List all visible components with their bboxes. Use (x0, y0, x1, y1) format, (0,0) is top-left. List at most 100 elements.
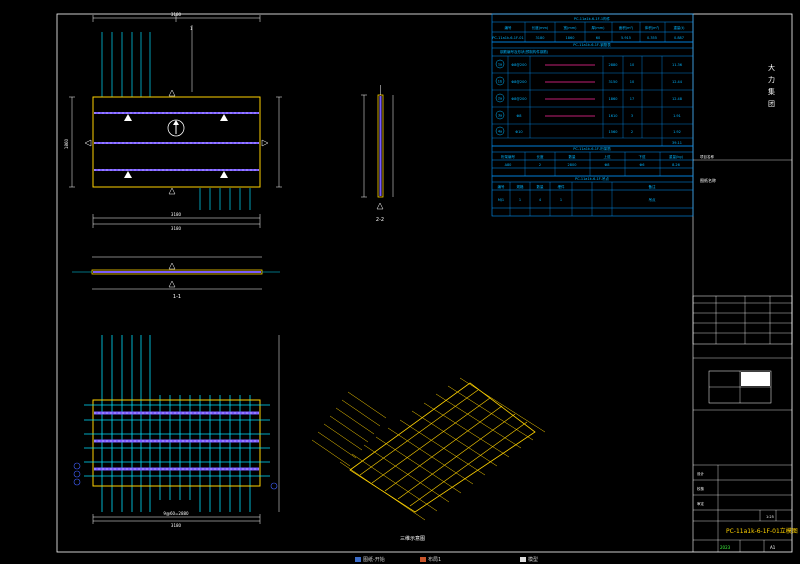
svg-text:3: 3 (631, 114, 633, 118)
approve-label: 审定 (697, 501, 705, 506)
svg-text:编号: 编号 (505, 25, 513, 30)
svg-text:宽(mm): 宽(mm) (563, 25, 577, 30)
section-1-1-title: 1-1 (173, 294, 181, 300)
svg-text:重量(kg): 重量(kg) (669, 154, 684, 159)
svg-text:Φ8: Φ8 (517, 114, 522, 118)
rebar-plan: 9@60=2880 3180 (73, 335, 280, 528)
svg-text:编号: 编号 (498, 184, 506, 189)
svg-text:长度(mm): 长度(mm) (532, 25, 549, 30)
svg-text:5.915: 5.915 (621, 36, 631, 40)
svg-text:10: 10 (630, 63, 634, 67)
section-2-2-title: 2-2 (376, 217, 384, 223)
table-4 (491, 175, 694, 217)
svg-text:2880: 2880 (609, 63, 618, 67)
svg-text:数量: 数量 (537, 184, 545, 189)
rebar-tag-circles (73, 462, 278, 490)
svg-text:2: 2 (539, 163, 541, 167)
svg-text:上弦: 上弦 (604, 154, 612, 159)
iso-protruding-bars (311, 391, 387, 467)
table-1-title: PC-11a1k-6-1F-1构件 (574, 16, 611, 21)
iso-transverse-bars (339, 377, 546, 521)
svg-text:面积(m²): 面积(m²) (619, 25, 634, 30)
table-2-total: 39.11 (672, 141, 682, 145)
svg-text:10: 10 (630, 80, 634, 84)
svg-text:4a: 4a (498, 130, 502, 134)
company-char-1: 大 (768, 63, 775, 72)
svg-text:Φ8: Φ8 (605, 163, 610, 167)
svg-text:1860: 1860 (609, 97, 618, 101)
title-block: 大 力 集 团 项目名称 图纸名称 (692, 63, 798, 552)
svg-text:12.44: 12.44 (672, 80, 683, 84)
plan-view: 3180 3180 3180 1860 1 (64, 12, 282, 231)
drawing-title: PC-11a1k-6-1F-01立模图 (726, 527, 798, 535)
company-char-4: 团 (768, 100, 775, 108)
plan-left-dim: 1860 (64, 138, 69, 149)
svg-text:吊点: 吊点 (649, 197, 657, 202)
svg-text:规格: 规格 (517, 184, 525, 189)
svg-text:17: 17 (630, 97, 634, 101)
rebar-sub-dim: 9@60=2880 (163, 511, 189, 516)
svg-text:Φ10: Φ10 (515, 130, 522, 134)
table-4-title: PC-11a1k-6-1F-吊点 (575, 176, 609, 181)
plan-slab-outline (92, 96, 261, 188)
svg-text:1: 1 (519, 198, 521, 202)
svg-text:数量: 数量 (569, 154, 577, 159)
company-char-3: 集 (768, 87, 775, 96)
svg-text:备注: 备注 (649, 184, 657, 189)
svg-text:12.48: 12.48 (672, 97, 682, 101)
svg-text:0.355: 0.355 (647, 36, 657, 40)
svg-text:1: 1 (560, 198, 562, 202)
plan-section-mark: 1 (190, 26, 193, 31)
table-2-title: PC-11a1k-6-1F-钢筋表 (573, 42, 611, 47)
sheet-value: A1 (770, 545, 776, 550)
rebar-top-bars (101, 32, 251, 210)
svg-text:1610: 1610 (609, 114, 618, 118)
date-value: 2023 (720, 545, 731, 550)
tab-item-2[interactable]: 布局1 (420, 557, 441, 564)
sheet-frame (56, 13, 793, 553)
svg-text:8.26: 8.26 (672, 163, 680, 167)
svg-text:厚(mm): 厚(mm) (591, 25, 605, 30)
svg-text:埋件: 埋件 (558, 184, 566, 189)
svg-text:A80: A80 (505, 163, 512, 167)
svg-text:1860: 1860 (566, 36, 575, 40)
scale-value: 1:25 (766, 515, 774, 519)
svg-text:11.36: 11.36 (672, 63, 682, 67)
svg-text:1a: 1a (498, 63, 502, 67)
svg-text:桁架编号: 桁架编号 (501, 154, 515, 159)
plan-top-dim: 3180 (171, 12, 182, 17)
table-2-rebar-shapes (545, 64, 595, 117)
tab-item-3[interactable]: 模型 (520, 557, 538, 564)
section-1-1: 1-1 (72, 256, 280, 300)
svg-text:MJ1: MJ1 (498, 198, 504, 202)
svg-text:Φ8@200: Φ8@200 (511, 63, 526, 67)
svg-text:2800: 2800 (568, 163, 577, 167)
iso-view: 三维示意图 (311, 377, 546, 542)
svg-text:Φ8@200: Φ8@200 (511, 80, 526, 84)
svg-text:0.887: 0.887 (674, 36, 684, 40)
svg-text:重量(t): 重量(t) (673, 25, 685, 30)
plan-bottom-dim: 3180 (171, 226, 182, 231)
svg-text:2: 2 (631, 130, 633, 134)
rebar-verticals (101, 335, 251, 512)
svg-text:4: 4 (539, 198, 542, 202)
model-layout-tabs: 图纸-开始 布局1 模型 (0, 557, 800, 564)
svg-text:PC-11a1k-6-1F-01: PC-11a1k-6-1F-01 (492, 36, 523, 40)
design-label: 设计 (697, 471, 705, 476)
svg-text:Φ6: Φ6 (640, 163, 645, 167)
lift-point-markers (124, 114, 228, 178)
section-2-2: 2-2 (361, 85, 394, 223)
tab-item-1[interactable]: 图纸-开始 (355, 557, 385, 564)
table-2-header: 钢筋编号及形状(预制构件钢筋) (500, 49, 549, 54)
svg-text:3a: 3a (498, 114, 502, 118)
svg-text:3180: 3180 (536, 36, 545, 40)
rebar-bottom-dim: 3180 (171, 523, 182, 528)
svg-text:下弦: 下弦 (639, 154, 647, 159)
svg-text:1.92: 1.92 (673, 130, 681, 134)
check-label: 校核 (697, 486, 705, 491)
svg-text:3150: 3150 (609, 80, 618, 84)
iso-view-title: 三维示意图 (400, 535, 425, 542)
plan-inner-dim: 3180 (171, 212, 182, 217)
rebar-slab-outline (92, 399, 261, 487)
